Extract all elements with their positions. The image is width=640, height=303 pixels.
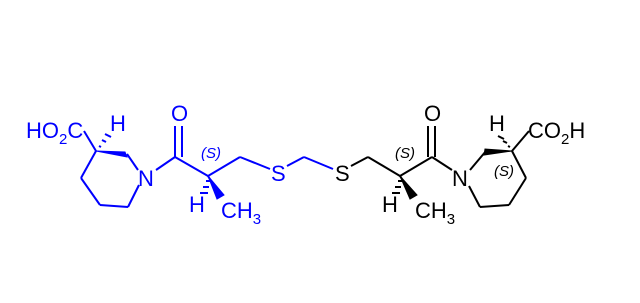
left-labels: HO2C H N O (S) H CH3 S (26, 101, 286, 228)
wedge-bond (399, 175, 418, 200)
hash-bond (507, 145, 511, 148)
bond (174, 156, 209, 177)
wedge-bond (207, 175, 225, 200)
wedge-bond (95, 150, 128, 158)
bond (367, 156, 401, 177)
bond (479, 204, 510, 208)
bond (508, 177, 527, 206)
bond (80, 177, 101, 206)
bond (350, 156, 369, 167)
right-s-atom: S (335, 161, 350, 186)
hash-bond (101, 139, 107, 143)
right-stereo-bonds (392, 135, 513, 200)
left-s-atom: S (271, 161, 286, 186)
bond (469, 150, 487, 171)
wedge-bond (483, 148, 513, 156)
hash-bond (98, 145, 102, 148)
right-methyl-label: CH3 (415, 198, 455, 228)
bond (399, 156, 433, 177)
left-methyl-label: CH3 (221, 198, 261, 228)
bond (83, 130, 97, 152)
bond (126, 153, 139, 171)
left-o-atom: O (171, 101, 188, 126)
left-acid-label: HO2C (26, 118, 83, 148)
bond (511, 150, 527, 179)
right-n-atom: N (452, 166, 468, 191)
hash-bond (497, 135, 505, 140)
bond (155, 156, 176, 171)
bond (80, 150, 97, 179)
bond (431, 156, 453, 171)
right-stereo-alpha-label: (S) (494, 163, 514, 180)
left-h-alpha: H (110, 111, 126, 136)
right-h-alpha: H (489, 111, 505, 136)
right-acid-label: CO2H (528, 118, 585, 148)
left-stereo-label: (S) (201, 145, 221, 162)
left-stereo-bonds (95, 133, 225, 200)
right-h-beta: H (382, 192, 398, 217)
left-h-beta: H (189, 192, 205, 217)
right-o-atom: O (424, 101, 441, 126)
left-n-atom: N (138, 166, 154, 191)
bond (468, 185, 481, 208)
hash-bond (502, 140, 508, 144)
right-stereo-beta-label: (S) (395, 145, 415, 162)
bond (511, 130, 530, 152)
hash-bond (104, 133, 112, 138)
bond (127, 184, 140, 208)
bond (239, 156, 271, 170)
bond (286, 156, 305, 167)
bond (303, 156, 334, 170)
bond (99, 204, 129, 208)
right-labels: S (S) O H CO2H N (S) H CH3 (335, 101, 585, 228)
methylene-bridge (303, 156, 334, 170)
bond (207, 156, 241, 177)
